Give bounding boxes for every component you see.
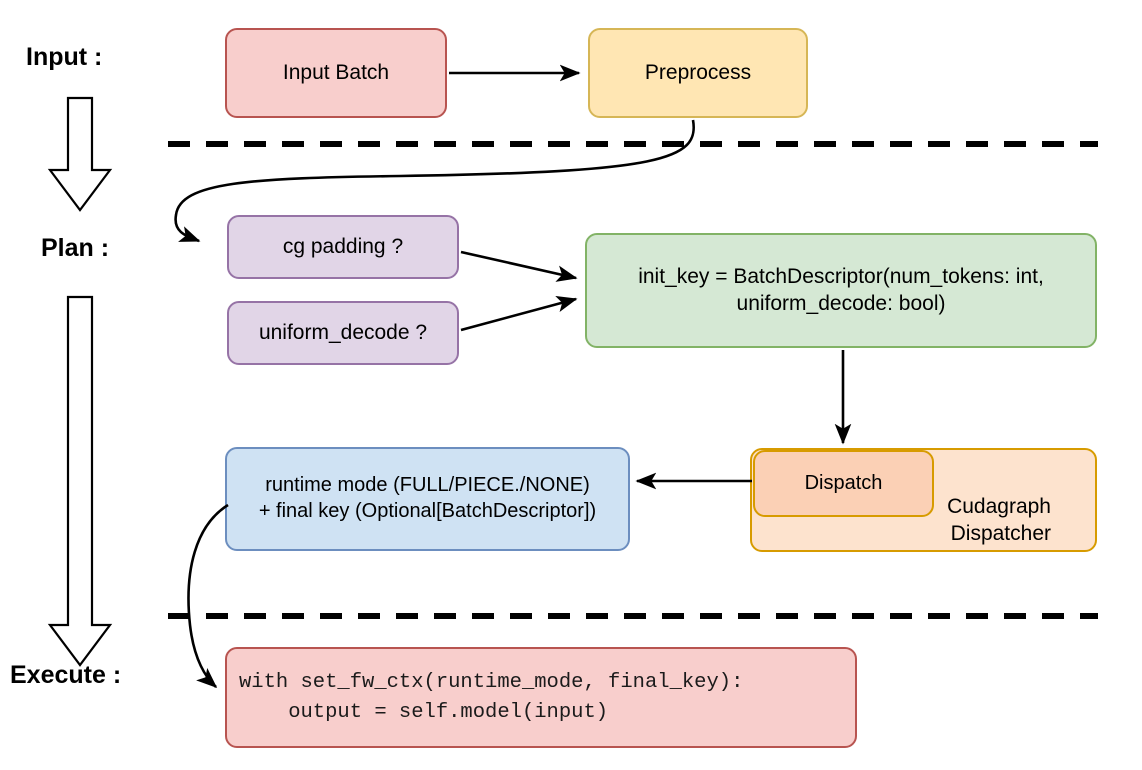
plan-to-execute-arrow — [47, 295, 113, 667]
node-cudagraph-dispatcher-line2: Dispatcher — [950, 522, 1051, 546]
node-init-key[interactable]: init_key = BatchDescriptor(num_tokens: i… — [585, 233, 1097, 348]
node-uniform-decode-label: uniform_decode ? — [258, 320, 428, 344]
node-execute-code[interactable]: with set_fw_ctx(runtime_mode, final_key)… — [225, 647, 857, 748]
node-dispatch-label: Dispatch — [804, 471, 883, 494]
stage-label-execute: Execute : — [10, 661, 122, 689]
stage-label-input: Input : — [26, 43, 103, 71]
stage-label-plan: Plan : — [41, 234, 110, 262]
node-dispatch[interactable]: Dispatch — [753, 450, 934, 517]
node-cg-padding-label: cg padding ? — [282, 234, 404, 258]
node-runtime-mode-line2: + final key (Optional[BatchDescriptor]) — [258, 500, 597, 522]
node-cudagraph-dispatcher-line1: Cudagraph — [947, 495, 1051, 519]
execute-code-line2: output = self.model(input) — [239, 700, 609, 724]
node-preprocess-label: Preprocess — [644, 60, 752, 84]
node-init-key-line1: init_key = BatchDescriptor(num_tokens: i… — [638, 264, 1044, 288]
node-input-batch[interactable]: Input Batch — [225, 28, 447, 118]
node-input-batch-label: Input Batch — [282, 60, 390, 84]
node-preprocess[interactable]: Preprocess — [588, 28, 808, 118]
execute-code-line1: with set_fw_ctx(runtime_mode, final_key)… — [239, 670, 744, 694]
node-init-key-line2: uniform_decode: bool) — [736, 291, 946, 315]
arrow-uniform-decode-to-init-key — [460, 295, 578, 332]
node-runtime-mode-line1: runtime mode (FULL/PIECE./NONE) — [265, 474, 590, 497]
node-runtime-mode[interactable]: runtime mode (FULL/PIECE./NONE) + final … — [225, 447, 630, 551]
arrow-cg-padding-to-init-key — [460, 250, 578, 282]
node-uniform-decode[interactable]: uniform_decode ? — [227, 301, 459, 365]
node-cg-padding[interactable]: cg padding ? — [227, 215, 459, 279]
input-to-plan-arrow — [47, 96, 113, 212]
arrow-runtime-mode-to-execute-code — [187, 503, 229, 689]
